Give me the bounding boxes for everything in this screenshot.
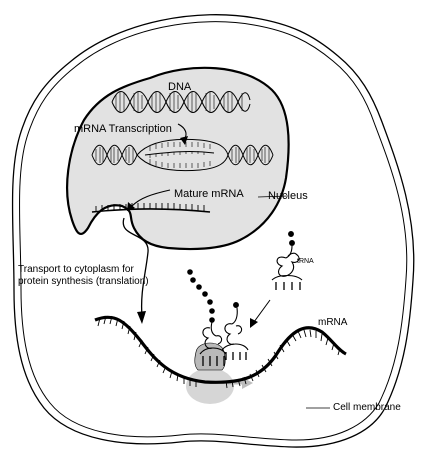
cell-membrane-label: Cell membrane xyxy=(333,402,401,413)
cell-inner-membrane xyxy=(19,21,408,441)
nucleus-label: Nucleus xyxy=(268,190,308,202)
trna-arrow xyxy=(250,299,271,328)
transport-label: Transport to cytoplasm for protein synth… xyxy=(18,264,149,287)
mature-mrna-label: Mature mRNA xyxy=(174,188,244,200)
mature-mrna-strand xyxy=(91,203,211,213)
mrna-label: mRNA xyxy=(318,317,348,328)
dna-transcription-bubble xyxy=(91,138,274,172)
bound-trna-1 xyxy=(199,321,227,366)
polypeptide-chain xyxy=(187,269,215,323)
transcription-arrow xyxy=(177,123,188,145)
dna-label: DNA xyxy=(168,81,192,93)
nucleus-pointer xyxy=(257,195,289,198)
bound-trna-2 xyxy=(221,302,249,360)
cell xyxy=(11,14,415,448)
mrna-transcription-label: mRNA Transcription xyxy=(74,123,172,135)
dna-helix xyxy=(111,91,251,113)
cytoplasm-mrna xyxy=(94,315,347,389)
cell-outer-membrane xyxy=(11,14,415,448)
nucleus xyxy=(66,66,290,251)
free-trna xyxy=(271,231,303,290)
ribosome-small-subunit xyxy=(186,368,234,404)
ribosome xyxy=(186,342,253,404)
transport-arrow xyxy=(122,217,149,324)
trna-label: tRNA xyxy=(297,258,314,265)
